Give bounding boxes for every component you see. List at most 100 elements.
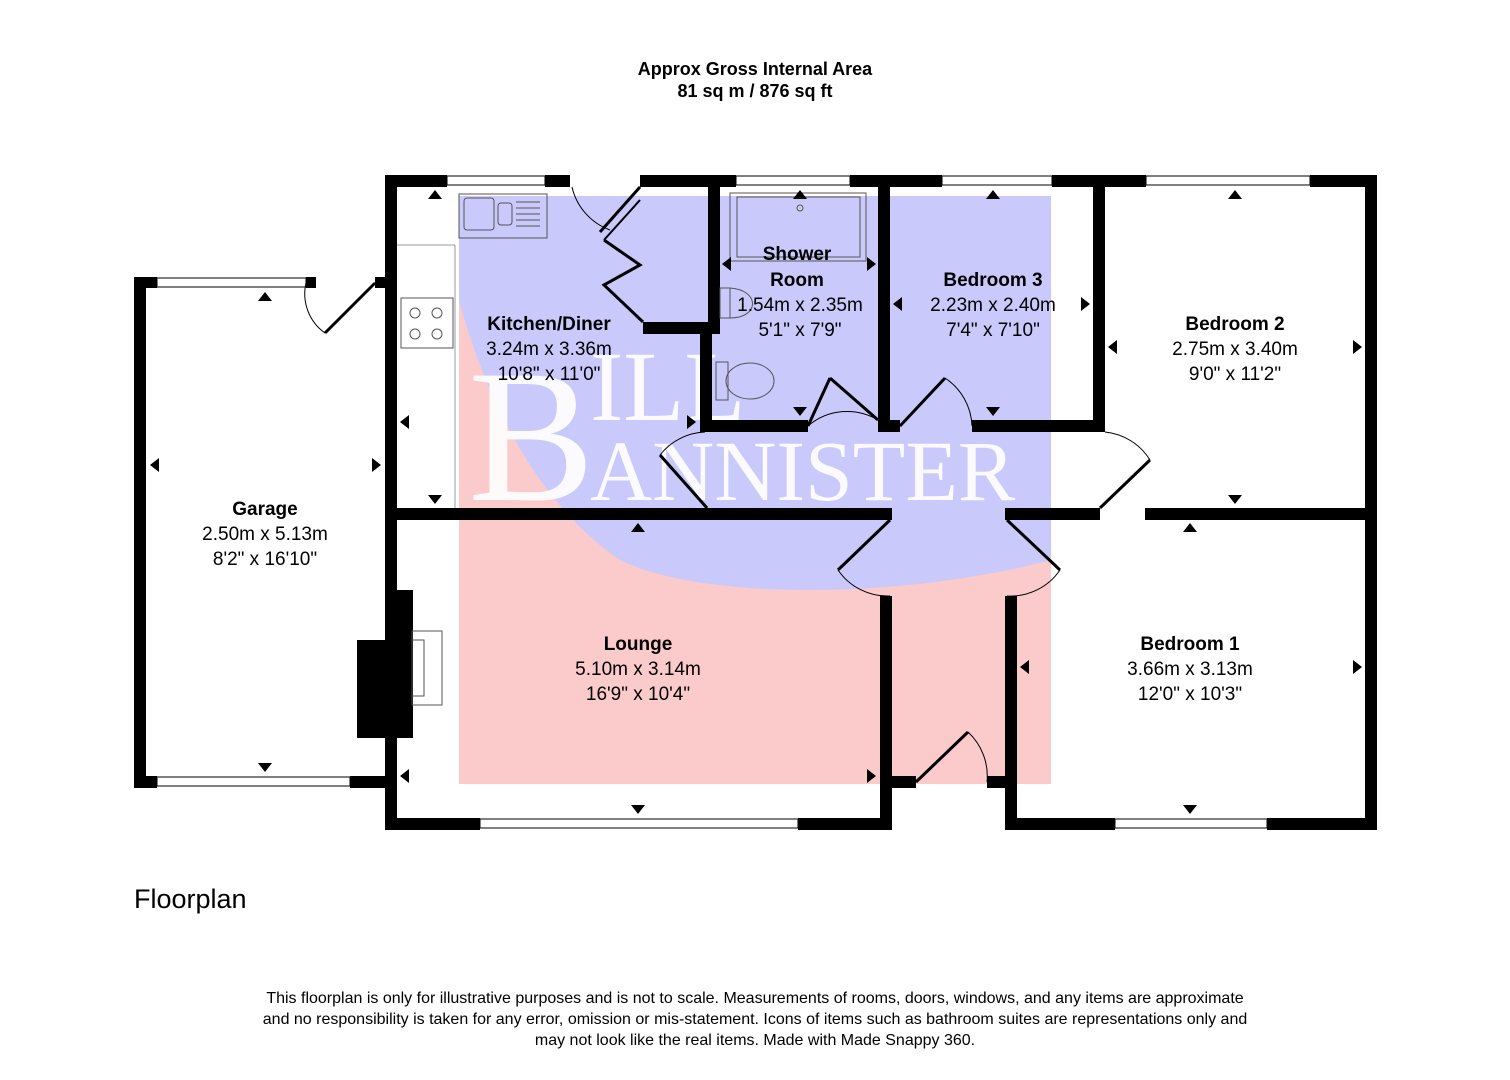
kitchen-hall-door	[658, 454, 709, 509]
arrow-marker	[1081, 297, 1090, 311]
room-label-lounge: Lounge 5.10m x 3.14m 16'9" x 10'4"	[575, 634, 701, 705]
wall	[545, 175, 570, 187]
room-label-bedroom3: Bedroom 3 2.23m x 2.40m 7'4" x 7'10"	[930, 270, 1056, 341]
room-metric: 1.54m x 2.35m	[737, 295, 863, 316]
arrow-marker	[793, 190, 807, 199]
room-imperial: 8'2" x 16'10"	[213, 549, 317, 570]
arrow-marker	[1183, 805, 1197, 814]
windows	[156, 175, 1311, 829]
room-metric: 5.10m x 3.14m	[575, 659, 701, 680]
arrow-marker	[986, 407, 1000, 416]
arrow-marker	[722, 257, 731, 271]
bedroom1-window	[1114, 818, 1268, 829]
room-imperial: 10'8" x 11'0"	[498, 364, 601, 385]
room-imperial: 12'0" x 10'3"	[1138, 684, 1242, 705]
wall	[375, 277, 385, 288]
garage-window	[156, 277, 307, 288]
garage-door-opening	[156, 776, 351, 787]
wall	[972, 420, 1102, 432]
room-metric: 3.24m x 3.36m	[486, 339, 612, 360]
room-imperial: 9'0" x 11'2"	[1189, 364, 1281, 385]
basin-icon	[719, 287, 731, 319]
kitchen-window	[446, 175, 546, 186]
watermark-text-bottom: ANNISTER	[590, 423, 1016, 519]
area-header: Approx Gross Internal Area 81 sq m / 876…	[0, 58, 1510, 102]
wall	[385, 508, 707, 520]
kitchen-door	[598, 186, 642, 233]
room-metric: 2.50m x 5.13m	[202, 524, 328, 545]
wall	[700, 420, 808, 432]
room-labels: Kitchen/Diner 3.24m x 3.36m 10'8" x 11'0…	[202, 244, 1298, 705]
floorplan-caption: Floorplan	[134, 884, 247, 914]
room-imperial: 7'4" x 7'10"	[946, 320, 1040, 341]
wall	[880, 776, 916, 788]
disclaimer: This floorplan is only for illustrative …	[0, 988, 1510, 1051]
wall	[134, 277, 146, 788]
wall	[306, 277, 316, 288]
room-name-line2: Room	[770, 270, 824, 291]
wall	[397, 590, 413, 738]
arrow-marker	[986, 190, 1000, 199]
dimension-arrows	[150, 190, 1362, 814]
wall	[1145, 508, 1377, 520]
shower-door	[806, 377, 832, 427]
arrow-marker	[867, 769, 876, 783]
fixtures	[397, 192, 867, 706]
wall	[1093, 187, 1105, 432]
room-metric: 2.23m x 2.40m	[930, 295, 1056, 316]
wall	[880, 596, 892, 830]
wall	[1005, 596, 1017, 830]
doors	[304, 186, 1152, 784]
room-name-line1: Shower	[763, 244, 832, 265]
arrow-marker	[400, 769, 409, 783]
arrow-marker	[687, 415, 696, 429]
room-label-shower: Shower Room 1.54m x 2.35m 5'1" x 7'9"	[737, 244, 863, 341]
wall	[385, 175, 447, 187]
wall	[134, 776, 157, 788]
arrow-marker	[793, 407, 807, 416]
arrow-marker	[400, 415, 409, 429]
wall	[640, 175, 736, 187]
wall	[1310, 175, 1377, 187]
arrow-marker	[1353, 340, 1362, 354]
wall	[708, 187, 720, 322]
room-name: Lounge	[604, 634, 673, 655]
arrow-marker	[258, 292, 272, 301]
arrow-marker	[372, 458, 381, 472]
room-imperial: 5'1" x 7'9"	[758, 320, 841, 341]
arrow-marker	[150, 458, 159, 472]
disclaimer-line: and no responsibility is taken for any e…	[262, 1011, 1248, 1028]
disclaimer-line: This floorplan is only for illustrative …	[266, 990, 1244, 1007]
room-label-kitchen: Kitchen/Diner 3.24m x 3.36m 10'8" x 11'0…	[486, 314, 612, 385]
arrow-marker	[631, 523, 645, 532]
room-metric: 2.75m x 3.40m	[1172, 339, 1298, 360]
lounge-door	[836, 518, 892, 572]
wall	[1267, 818, 1377, 830]
lounge-window	[479, 818, 799, 829]
arrow-marker	[1020, 660, 1029, 674]
room-metric: 3.66m x 3.13m	[1127, 659, 1253, 680]
area-title: Approx Gross Internal Area	[637, 59, 873, 79]
watermark-blue-block	[459, 196, 1051, 590]
room-name: Kitchen/Diner	[487, 314, 611, 335]
room-imperial: 16'9" x 10'4"	[586, 684, 690, 705]
garage-side-door	[323, 281, 377, 335]
bedroom1-door	[1005, 518, 1062, 572]
bedroom3-door	[898, 376, 947, 428]
arrow-marker	[428, 190, 442, 199]
watermark-initial: B	[468, 332, 595, 542]
fireplace-icon	[411, 630, 443, 706]
arrow-marker	[631, 805, 645, 814]
arrow-marker	[1228, 190, 1242, 199]
room-name: Garage	[232, 499, 297, 520]
wall	[850, 175, 942, 187]
bedroom2-window	[1145, 175, 1311, 186]
bedroom2-door	[1098, 458, 1152, 510]
arrow-marker	[867, 257, 876, 271]
room-name: Bedroom 3	[943, 270, 1042, 291]
walls	[134, 175, 1377, 830]
toilet-icon	[715, 361, 729, 401]
wall	[385, 175, 397, 830]
wall	[878, 420, 900, 432]
